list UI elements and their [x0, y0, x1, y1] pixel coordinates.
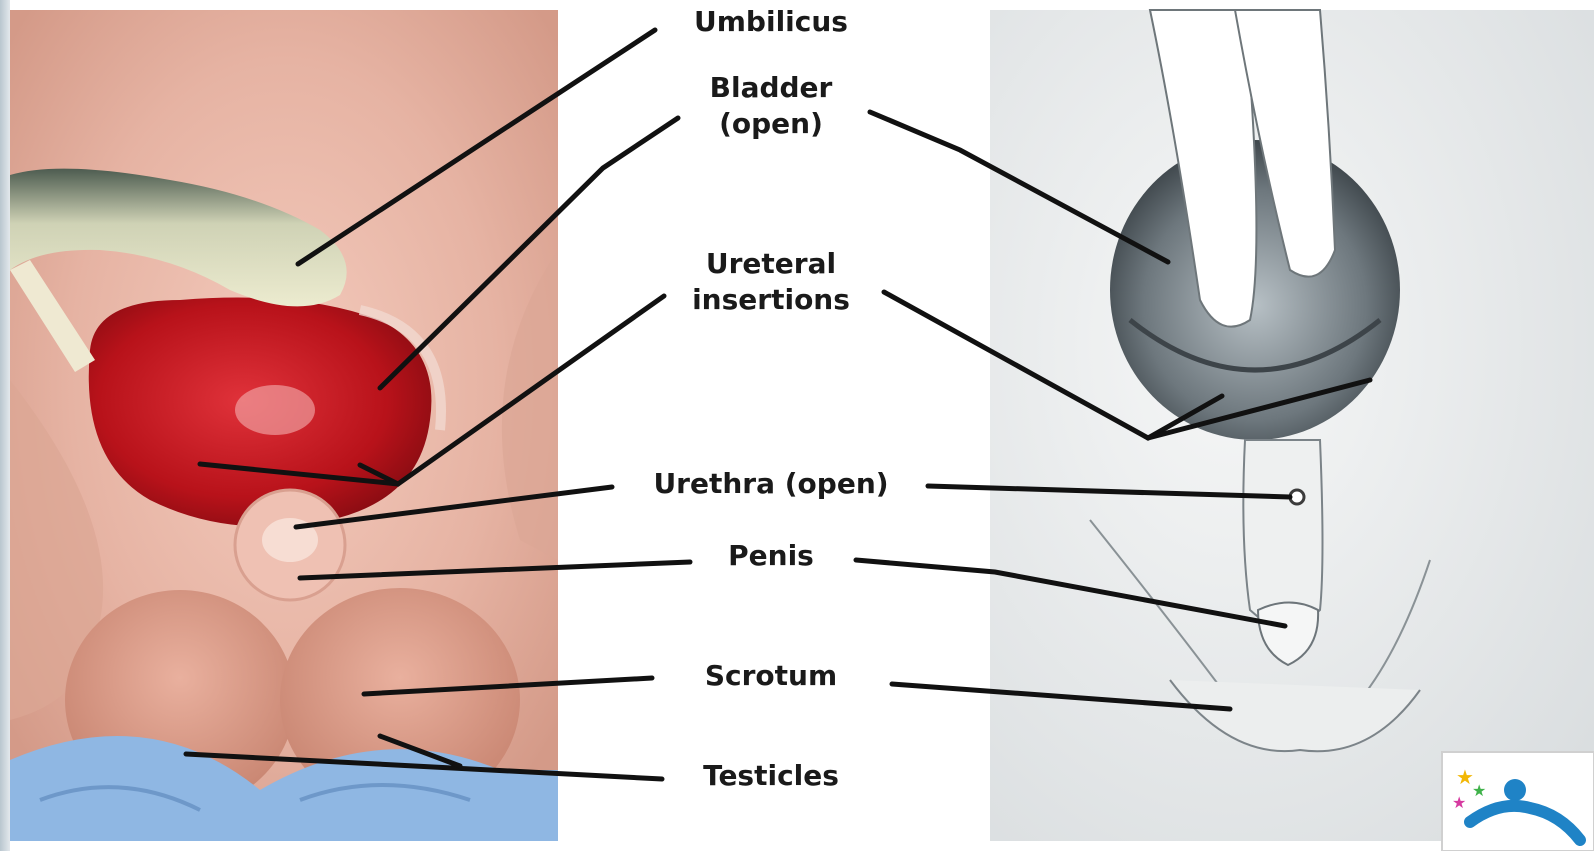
anatomical-illustration	[990, 10, 1594, 841]
label-urethra-open: Urethra (open)	[653, 466, 888, 502]
label-umbilicus: Umbilicus	[694, 4, 848, 40]
label-bladder-open: Bladder (open)	[710, 70, 833, 142]
bladder-highlight	[235, 385, 315, 435]
svg-text:★: ★	[1452, 793, 1466, 812]
clinical-photo	[10, 10, 558, 841]
label-penis: Penis	[728, 538, 814, 574]
svg-text:★: ★	[1472, 781, 1486, 800]
logo-icon: ★ ★ ★	[1442, 752, 1594, 851]
label-testicles: Testicles	[703, 758, 839, 794]
label-scrotum: Scrotum	[705, 658, 837, 694]
label-ureteral-insertions: Ureteral insertions	[692, 246, 850, 318]
